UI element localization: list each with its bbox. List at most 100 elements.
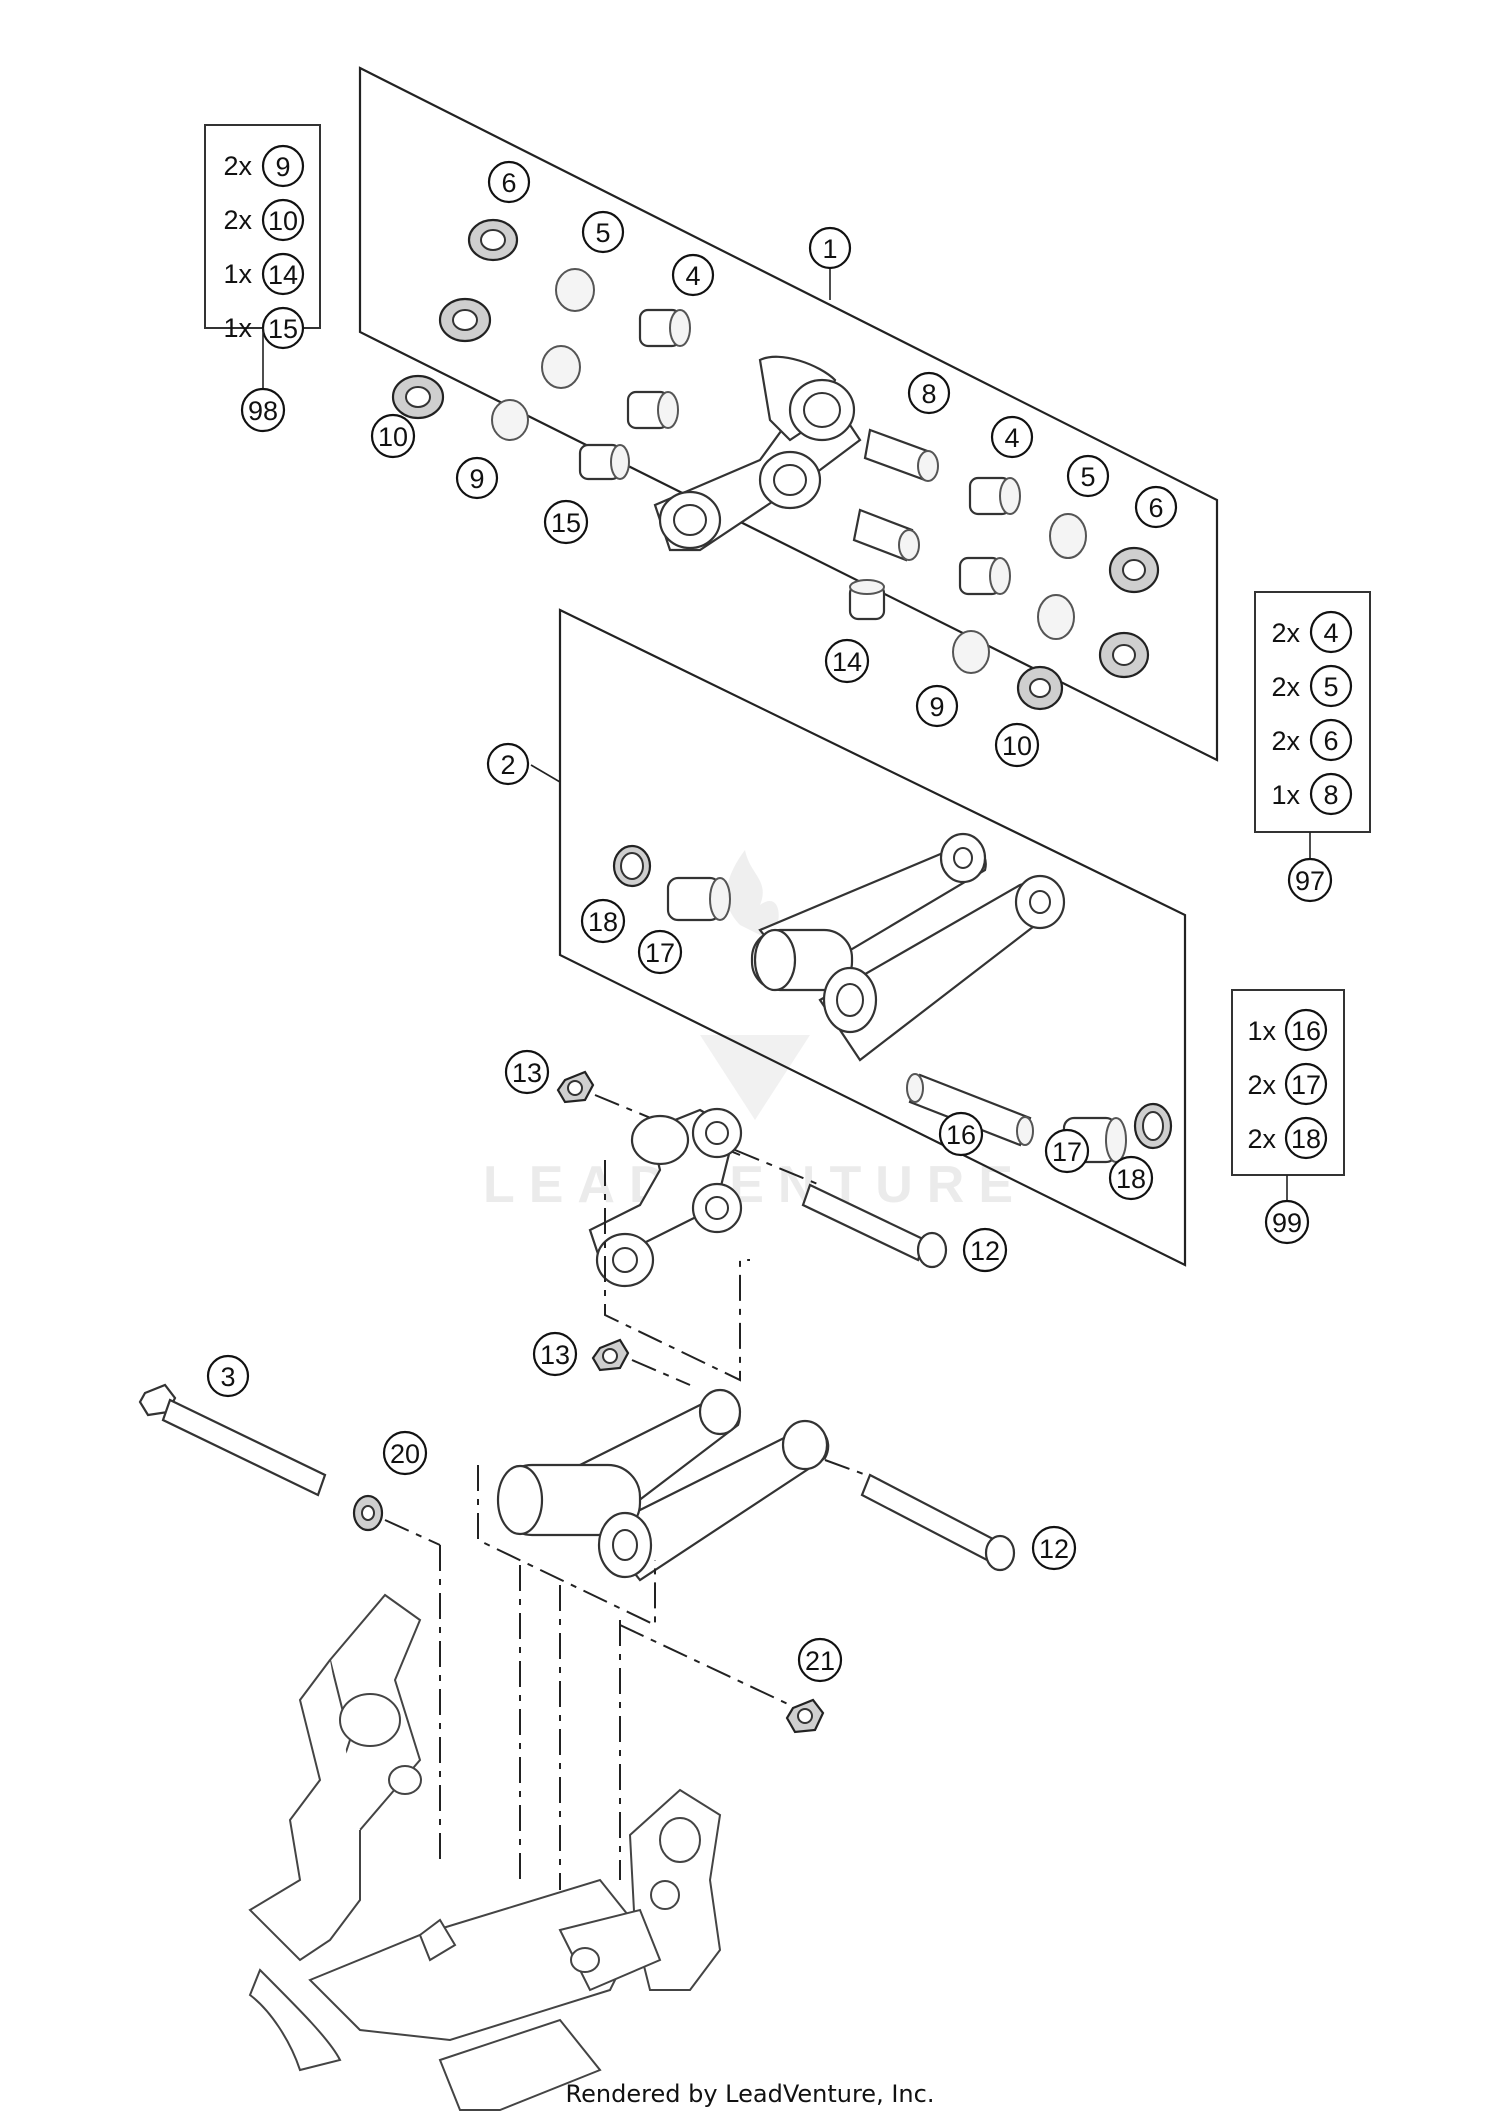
kit-box-99: 1x 16 2x 17 2x 18 99	[1231, 989, 1345, 1245]
callout-4b: 4	[990, 415, 1034, 459]
kit-98-part: 9	[275, 152, 290, 182]
washer-5d	[1037, 594, 1075, 640]
callout-10: 10	[370, 413, 416, 459]
callout-17b: 17	[1044, 1128, 1090, 1174]
svg-text:1: 1	[822, 234, 837, 264]
svg-text:14: 14	[832, 647, 862, 677]
kit-97-part: 5	[1323, 672, 1338, 702]
kit-98-row: 2x 10	[223, 198, 305, 242]
callout-20: 20	[382, 1430, 428, 1476]
kit-97-row: 2x 6	[1271, 718, 1353, 762]
washer-9b	[952, 630, 990, 674]
kit-97-row: 1x 8	[1271, 772, 1353, 816]
seal-ring-6d	[1098, 631, 1150, 679]
svg-text:98: 98	[248, 396, 278, 426]
svg-text:6: 6	[1148, 493, 1163, 523]
washer-9	[491, 399, 529, 441]
svg-text:18: 18	[1116, 1164, 1146, 1194]
seal-ring-10	[391, 374, 445, 420]
callout-15: 15	[543, 499, 589, 545]
svg-text:13: 13	[512, 1058, 542, 1088]
svg-text:2: 2	[500, 750, 515, 780]
svg-text:99: 99	[1272, 1208, 1302, 1238]
kit-panel-1	[358, 66, 1219, 762]
svg-text:8: 8	[921, 379, 936, 409]
kit-97-row: 2x 5	[1271, 664, 1353, 708]
bushing-4	[638, 308, 691, 348]
watermark-text: LEADVENTURE	[483, 1156, 1027, 1214]
svg-text:12: 12	[1039, 1534, 1069, 1564]
kit-98-qty: 2x	[223, 205, 252, 235]
svg-text:5: 5	[1080, 462, 1095, 492]
bolt-12b	[860, 1473, 1016, 1572]
svg-text:97: 97	[1295, 866, 1325, 896]
kit-98-qty: 1x	[223, 313, 252, 343]
callout-18b: 18	[1108, 1155, 1154, 1201]
seal-ring-6b	[438, 297, 492, 343]
kit-98-part: 15	[268, 314, 298, 344]
callout-13: 13	[504, 1049, 550, 1095]
nut-13b	[591, 1338, 630, 1372]
svg-text:5: 5	[595, 218, 610, 248]
svg-text:9: 9	[929, 692, 944, 722]
kit-ref-99: 99	[1264, 1199, 1310, 1245]
seal-ring-6	[467, 218, 519, 262]
linkage-arms	[750, 832, 1066, 1062]
bushing-4b	[626, 390, 679, 430]
washer-5c	[1049, 513, 1087, 559]
callout-13b: 13	[532, 1331, 578, 1377]
kit-97-qty: 1x	[1271, 780, 1300, 810]
svg-text:3: 3	[220, 1362, 235, 1392]
kit-97-row: 2x 4	[1271, 610, 1353, 654]
kit-box-97: 2x 4 2x 5 2x 6 1x 8 97	[1254, 591, 1371, 903]
svg-text:13: 13	[540, 1340, 570, 1370]
bolt-12	[801, 1183, 948, 1269]
svg-text:6: 6	[501, 168, 516, 198]
kit-98-qty: 2x	[223, 151, 252, 181]
washer-5b	[541, 345, 581, 389]
kit-99-part: 18	[1291, 1124, 1321, 1154]
kit-99-part: 17	[1291, 1070, 1321, 1100]
svg-text:15: 15	[551, 508, 581, 538]
callout-9b: 9	[915, 684, 959, 728]
svg-text:18: 18	[588, 907, 618, 937]
kit-99-qty: 1x	[1247, 1016, 1276, 1046]
stock-lever	[588, 1107, 743, 1288]
seal-ring-18b	[1133, 1102, 1173, 1150]
bushing-4d	[958, 556, 1011, 596]
kit-97-qty: 2x	[1271, 672, 1300, 702]
sleeve-8b	[852, 508, 920, 562]
callout-1: 1	[808, 226, 852, 270]
nut-13	[556, 1070, 595, 1104]
callout-16: 16	[938, 1111, 984, 1157]
svg-text:16: 16	[946, 1120, 976, 1150]
callout-2: 2	[486, 742, 530, 786]
callout-10b: 10	[994, 722, 1040, 768]
callout-5b: 5	[1066, 454, 1110, 498]
callout-18: 18	[580, 898, 626, 944]
nut-21	[785, 1698, 825, 1734]
seal-ring-6c	[1108, 546, 1160, 594]
callout-12: 12	[962, 1227, 1008, 1273]
kit-box-98: 2x 9 2x 10 1x 14 1x 15 98	[204, 124, 321, 433]
svg-text:17: 17	[1052, 1137, 1082, 1167]
washer-5	[555, 268, 595, 312]
leadventure-watermark: LEADVENTURE	[483, 850, 1027, 1214]
svg-text:10: 10	[1002, 731, 1032, 761]
kit-ref-97: 97	[1287, 857, 1333, 903]
bushing-15	[578, 443, 630, 481]
svg-text:10: 10	[378, 422, 408, 452]
callout-8: 8	[907, 371, 951, 415]
callout-12b: 12	[1031, 1525, 1077, 1571]
kit-ref-98: 98	[240, 387, 286, 433]
svg-text:17: 17	[645, 938, 675, 968]
kit-99-qty: 2x	[1247, 1124, 1276, 1154]
svg-text:12: 12	[970, 1236, 1000, 1266]
svg-text:4: 4	[685, 261, 700, 291]
footer-credit: Rendered by LeadVenture, Inc.	[565, 2080, 935, 2108]
kit-98-row: 1x 15	[223, 306, 305, 350]
callout-4: 4	[671, 253, 715, 297]
bolt-3	[138, 1383, 327, 1497]
callout-14: 14	[824, 638, 870, 684]
